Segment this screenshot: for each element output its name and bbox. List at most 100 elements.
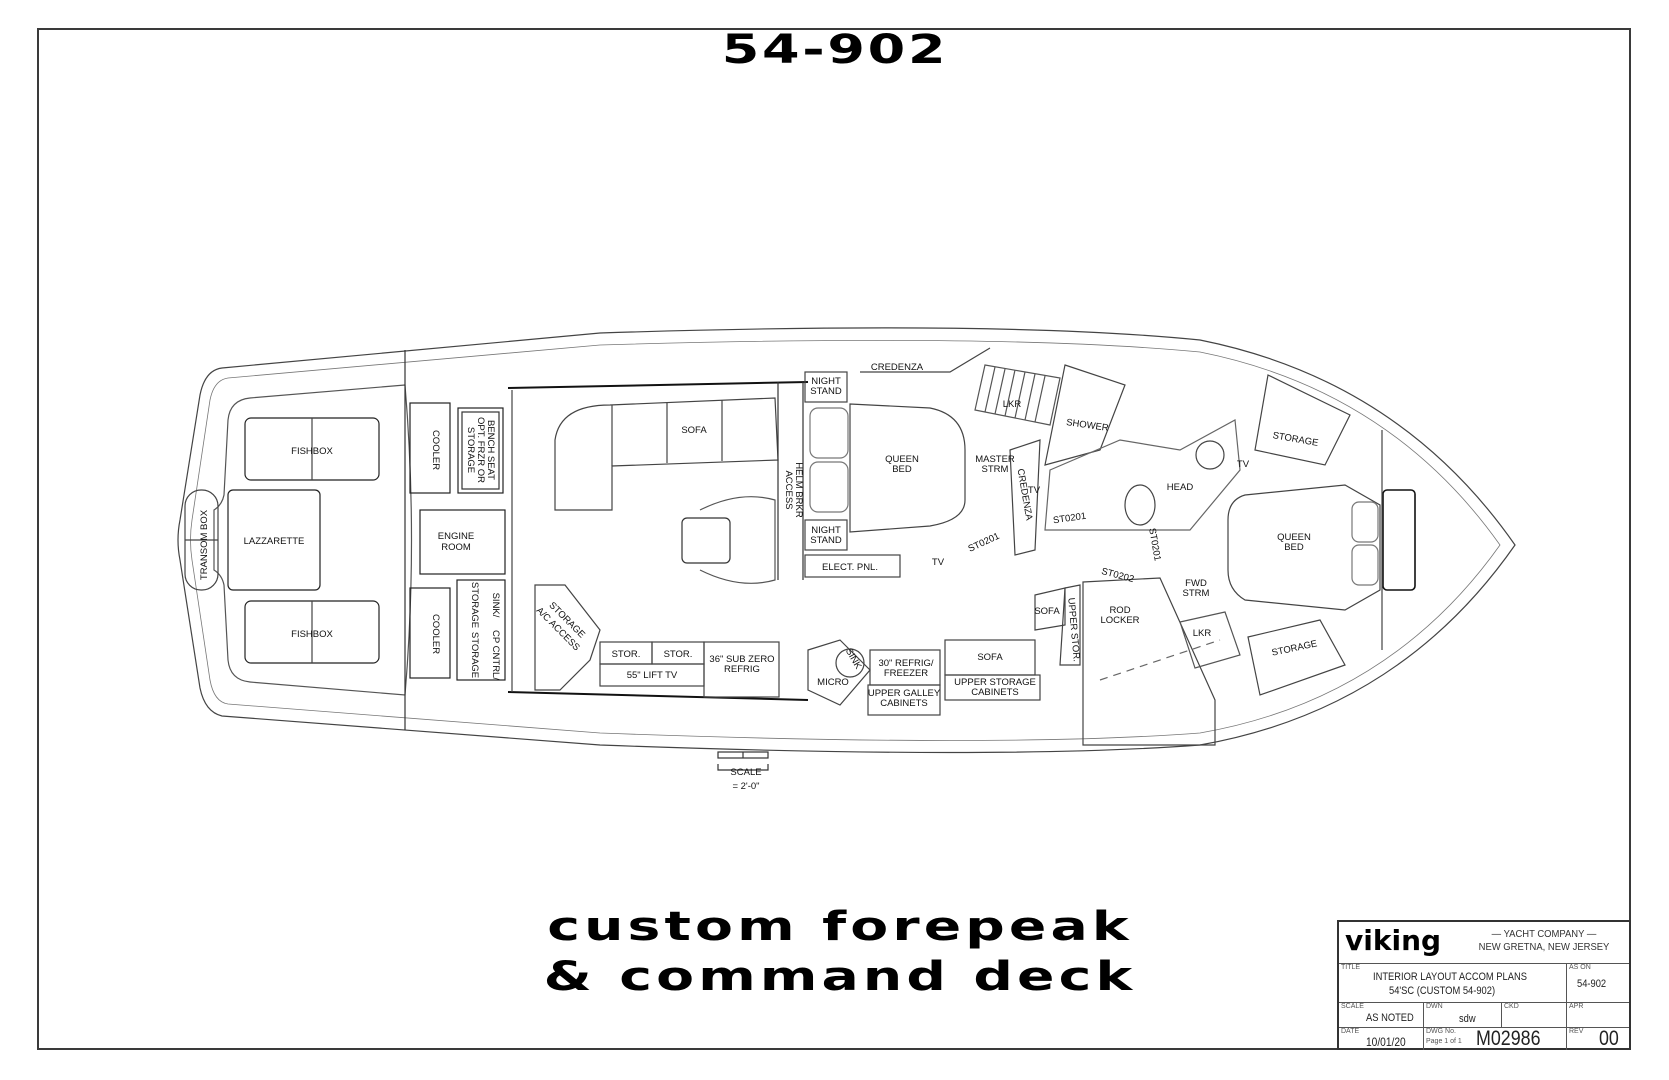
label-cp-l1: CP CNTRL/: [490, 630, 501, 680]
title-cell: TITLE INTERIOR LAYOUT ACCOM PLANS 54'SC …: [1339, 963, 1567, 1002]
bench-seat-box: [457, 407, 504, 494]
label-master-l2: STRM: [982, 464, 1009, 475]
label-credenza-top: CREDENZA: [871, 362, 924, 373]
label-sink-l1: SINK/: [490, 593, 501, 618]
cooler-port-box: [409, 402, 451, 494]
company-name: — YACHT COMPANY — NEW GRETNA, NEW JERSEY: [1468, 928, 1621, 954]
label-stor1: STOR.: [612, 649, 641, 660]
label-rod-locker-l1: ROD: [1109, 605, 1130, 616]
sofa-shape: [554, 397, 779, 511]
date-cell: DATE 10/01/20: [1339, 1027, 1424, 1050]
fwd-hatch: [1382, 489, 1416, 591]
label-sink-l2: STORAGE: [469, 582, 480, 628]
label-scale-value: = 2'-0": [732, 781, 759, 792]
title-label: TITLE: [1341, 964, 1361, 971]
nightstand-bot-box: [804, 519, 848, 551]
label-helm-l2: ACCESS: [783, 470, 794, 509]
shower-box: [1044, 364, 1126, 466]
master-lkr-stairs: [974, 364, 1061, 426]
label-cooler-port: COOLER: [430, 430, 441, 470]
cooler-stbd-box: [409, 587, 451, 679]
as-on-label: AS ON: [1569, 964, 1591, 971]
scale-row: SCALE AS NOTED DWN sdw CKD APR: [1339, 1002, 1629, 1028]
label-sink: SINK: [843, 646, 864, 671]
label-upper-galley-l1: UPPER GALLEY: [868, 688, 941, 699]
label-upper-storage-l1: UPPER STORAGE: [954, 677, 1036, 688]
toilet: [1124, 484, 1156, 526]
master-bed: [849, 403, 966, 533]
date-label: DATE: [1341, 1028, 1360, 1035]
label-nightstand-bot-l2: STAND: [810, 535, 842, 546]
dwg-number: M02986: [1476, 1027, 1541, 1050]
ckd-cell: CKD: [1502, 1002, 1567, 1027]
title-line-1: INTERIOR LAYOUT ACCOM PLANS: [1373, 971, 1527, 983]
label-upper-storage-l2: CABINETS: [971, 687, 1019, 698]
label-queen-l2: BED: [892, 464, 912, 475]
label-subzero-l1: 36" SUB ZERO: [709, 654, 774, 665]
apr-label: APR: [1569, 1003, 1584, 1010]
dwg-cell: DWG No. Page 1 of 1 M02986: [1424, 1027, 1567, 1050]
label-fwd-tv: TV: [1237, 459, 1250, 470]
rev-value: 00: [1599, 1027, 1619, 1050]
label-st0201-v: ST0201: [1146, 527, 1163, 562]
title-line-2: 54'SC (CUSTOM 54-902): [1389, 985, 1496, 997]
drawing-frame: [37, 28, 1631, 1050]
scale-cell: SCALE AS NOTED: [1339, 1002, 1424, 1027]
elect-pnl-box: [804, 554, 901, 578]
label-refrig-l2: FREEZER: [884, 668, 928, 679]
label-st0201-b: ST0201: [1052, 511, 1086, 527]
hull-inner: [190, 339, 1501, 741]
label-bench-l1: BENCH SEAT: [485, 420, 496, 480]
label-subzero-l2: REFRIG: [724, 664, 760, 675]
head-sink: [1195, 440, 1225, 470]
title-row: TITLE INTERIOR LAYOUT ACCOM PLANS 54'SC …: [1339, 963, 1629, 1003]
label-storage-top: STORAGE: [1272, 430, 1319, 449]
sofa-small-box: [1034, 587, 1066, 631]
viking-logo: viking: [1345, 924, 1442, 957]
label-fwd-lkr: LKR: [1193, 628, 1212, 639]
salon-wall-bot: [507, 691, 809, 701]
label-refrig-l1: 30" REFRIG/: [878, 658, 933, 669]
label-lazzarette: LAZZARETTE: [244, 536, 305, 547]
title-block: viking — YACHT COMPANY — NEW GRETNA, NEW…: [1337, 920, 1631, 1050]
label-sofa-small: SOFA: [1034, 606, 1060, 617]
credenza-side: [1009, 439, 1041, 556]
subzero-box: [703, 641, 780, 698]
label-nightstand-top-l2: STAND: [810, 386, 842, 397]
helm-chair: [681, 517, 731, 564]
company-line-1: — YACHT COMPANY —: [1491, 928, 1597, 940]
scale-value: AS NOTED: [1366, 1012, 1414, 1024]
as-on-value: 54-902: [1577, 978, 1607, 990]
caption-line-1: custom forepeak: [547, 904, 1133, 950]
label-transom-box: TRANSOM BOX: [199, 509, 210, 580]
label-rod-locker-l2: LOCKER: [1100, 615, 1139, 626]
fwd-bed: [1227, 484, 1381, 611]
dwg-label: DWG No.: [1426, 1028, 1456, 1035]
caption-line-2: & command deck: [543, 954, 1137, 1000]
label-head: HEAD: [1167, 482, 1194, 493]
micro-sink-area: [807, 639, 871, 706]
label-tv-side: TV: [1028, 485, 1041, 496]
upper-storage-box: [944, 674, 1041, 701]
title-block-header: viking — YACHT COMPANY — NEW GRETNA, NEW…: [1339, 922, 1629, 964]
rev-cell: REV 00: [1567, 1027, 1629, 1050]
label-fwd-strm-l2: STRM: [1183, 588, 1210, 599]
label-bench-l3: STORAGE: [465, 427, 476, 473]
label-nightstand-bot-l1: NIGHT: [811, 525, 841, 536]
label-elect-pnl: ELECT. PNL.: [822, 562, 878, 573]
apr-cell: APR: [1567, 1002, 1629, 1027]
label-fwd-queen-l1: QUEEN: [1277, 532, 1311, 543]
label-fwd-strm-l1: FWD: [1185, 578, 1207, 589]
label-tv-bottom: TV: [932, 557, 945, 568]
dwn-label: DWN: [1426, 1003, 1443, 1010]
salon-wall-top: [507, 381, 809, 389]
drawing-number: 54-902: [721, 27, 949, 73]
label-master-lkr: LKR: [1003, 399, 1022, 410]
label-helm-l1: HELM BRKR: [793, 462, 804, 518]
dwn-cell: DWN sdw: [1424, 1002, 1502, 1027]
dwg-page: Page 1 of 1: [1426, 1038, 1462, 1045]
hull-outline: [177, 327, 1516, 754]
rev-label: REV: [1569, 1028, 1584, 1035]
credenza-top-line: [860, 347, 991, 373]
